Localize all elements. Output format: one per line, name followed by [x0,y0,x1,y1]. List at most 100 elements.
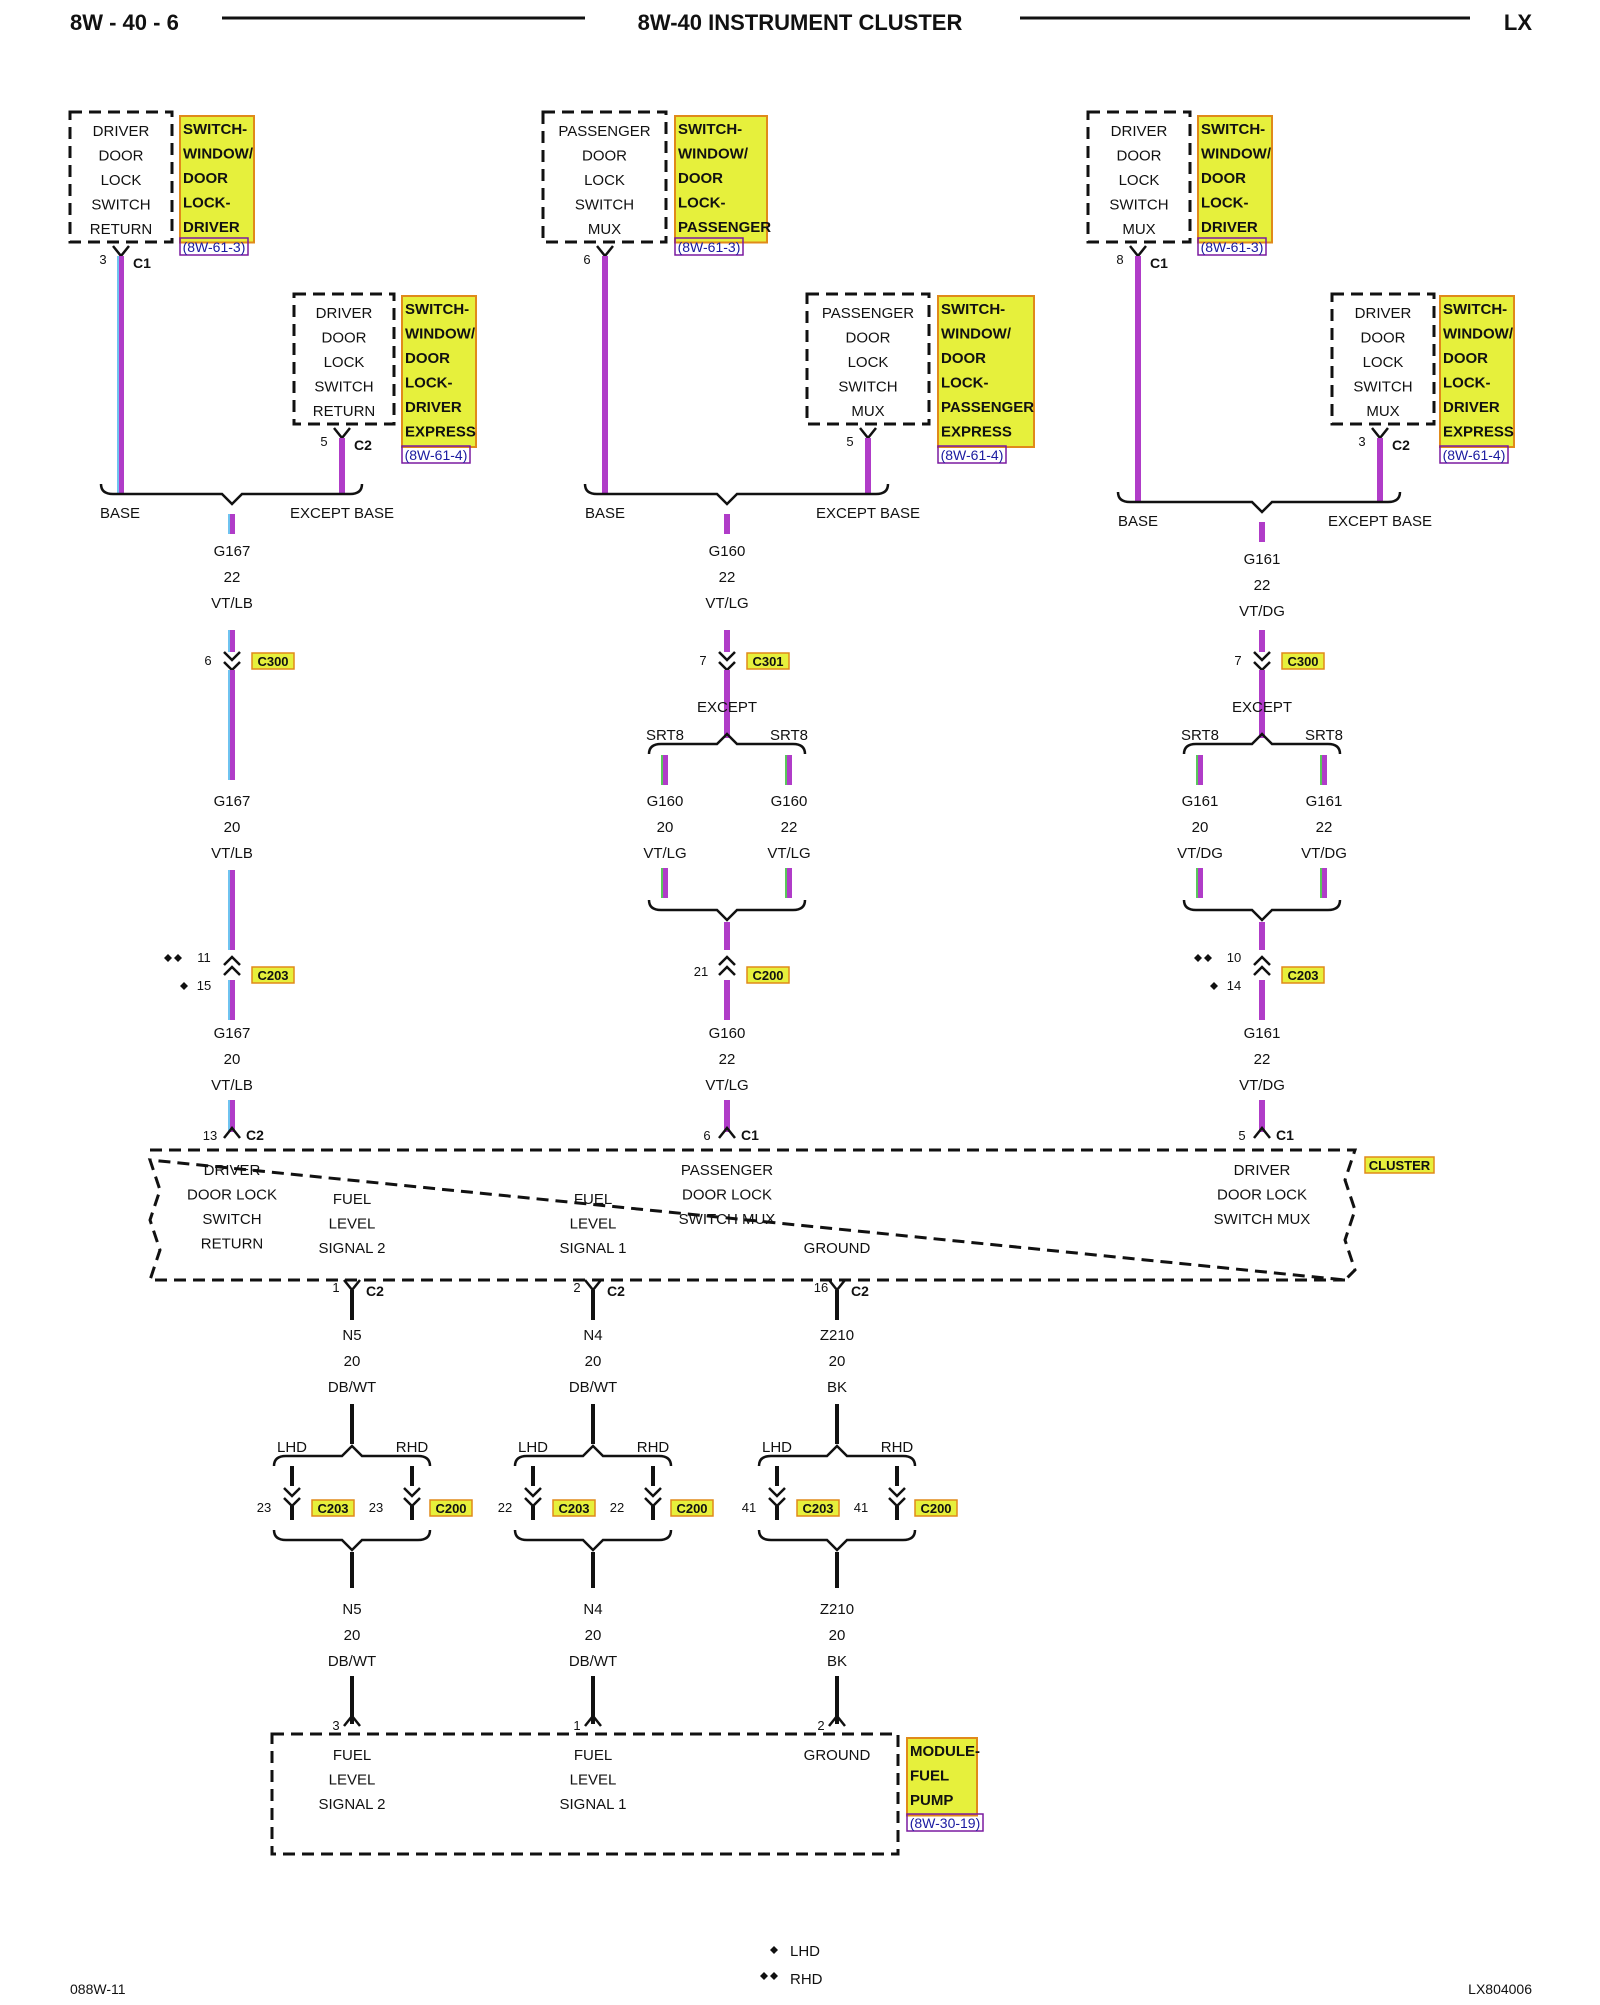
bottom-circuit-2-lhd-rhd-join [757,1529,917,1552]
middle-circuit-express-component-text: LOCK [848,354,889,371]
middle-circuit-top-component-text: LOCK [584,172,625,189]
middle-circuit-wire1-text: G160 [709,543,746,560]
cluster-ground: GROUND [804,1240,871,1257]
left-circuit-express-label: SWITCH- [405,301,469,318]
middle-circuit-srt8-wire-text: 20 [657,819,674,836]
bottom-circuit-2-wire-text: 20 [829,1353,846,1370]
bottom-circuit-0-rhd-pin: 23 [369,1500,383,1515]
bottom-circuit-2-rhd-conn-tag: C200 [920,1501,951,1516]
middle-circuit-top-label: LOCK- [678,195,726,212]
left-circuit-wire1-text: G167 [214,543,251,560]
cluster-driver-mux-text: DOOR LOCK [1217,1187,1307,1204]
bottom-circuit-1-rhd-connector [644,1487,662,1498]
right-circuit-top-label: DRIVER [1201,219,1258,236]
middle-circuit-except-base-label: EXCEPT BASE [816,505,920,522]
right-circuit-cluster-conn: C1 [1276,1127,1294,1143]
right-circuit-top-ref-box [1197,237,1267,256]
cluster-driver-return-text: DRIVER [204,1162,261,1179]
middle-circuit-top-label: SWITCH- [678,121,742,138]
right-circuit-wire3-text: 22 [1254,1051,1271,1068]
bottom-circuit-1-lhd-connector [524,1487,542,1498]
bottom-circuit-2-module-pin: 2 [817,1718,824,1733]
bottom-circuit-0-lhd-pin: 23 [257,1500,271,1515]
middle-circuit-wire3-text: 22 [719,1051,736,1068]
bottom-circuit-0-lhd-rhd-split [272,1444,432,1467]
bottom-circuit-2-wire-text: BK [827,1379,847,1396]
rhd-legend-marker [760,1972,768,1980]
bottom-circuit-2-wire2-text: Z210 [820,1601,854,1618]
middle-circuit-express-component-text: MUX [851,403,884,420]
left-cluster-conn: C2 [246,1127,264,1143]
left-circuit-express-label: WINDOW/ [405,326,476,343]
bottom-circuit-2-rhd-connector [888,1487,906,1498]
bottom-circuit-1-rhd-label: RHD [637,1439,670,1456]
right-circuit-express-conn: C2 [1392,437,1410,453]
fuel-pump-fuel-level-signal-2: SIGNAL 2 [319,1796,386,1813]
middle-circuit-top-ref: (8W-61-3) [678,239,741,255]
middle-circuit-top-component [541,110,668,244]
left-circuit-splice-brace [99,483,364,506]
right-circuit-cluster-pin: 5 [1238,1128,1245,1143]
bottom-circuit-2-cluster-pin: 16 [814,1280,828,1295]
left-c203-pin-lhd: 15 [197,978,211,993]
bottom-circuit-2-wire2-text: 20 [829,1627,846,1644]
middle-circuit-splice-brace [583,483,890,506]
bottom-circuit-0-cluster-pin: 1 [332,1280,339,1295]
middle-circuit-upper-conn-tag: C301 [752,654,783,669]
bottom-circuit-1-wire2-text: DB/WT [569,1653,617,1670]
cluster-driver-return-text: RETURN [201,1236,264,1253]
middle-circuit-express-pin: 5 [846,434,853,449]
rhd-marker [1204,954,1212,962]
right-circuit-express-label: SWITCH- [1443,301,1507,318]
right-circuit-express-label: WINDOW/ [1443,326,1514,343]
right-circuit-except-srt8-label: SRT8 [1305,727,1343,744]
bottom-circuit-1-lhd-connector [524,1497,542,1508]
bottom-circuit-1-lhd-rhd-split [513,1444,673,1467]
middle-circuit-express-ref-box [937,445,1007,464]
middle-circuit-express-component [805,292,931,426]
middle-circuit-wire3-text: VT/LG [705,1077,748,1094]
cluster-driver-return-text: SWITCH [202,1211,261,1228]
cluster-label-box [1364,1156,1435,1174]
right-circuit-except-srt8-wire-text: G161 [1306,793,1343,810]
lhd-marker [1210,982,1218,990]
middle-circuit-cluster-pin: 6 [703,1128,710,1143]
bottom-circuit-0-lhd-conn-tag: C203 [317,1501,348,1516]
cluster-passenger-mux-text: DOOR LOCK [682,1187,772,1204]
right-circuit-top-label: LOCK- [1201,195,1249,212]
bottom-circuit-1-wire-text: 20 [585,1353,602,1370]
middle-circuit-srt8-wire-text: VT/LG [643,845,686,862]
right-circuit-srt8-wire-text: 20 [1192,819,1209,836]
fuel-pump-fuel-level-signal-1: SIGNAL 1 [560,1796,627,1813]
right-circuit-srt8-join-brace [1182,899,1342,922]
right-circuit-wire3-text: G161 [1244,1025,1281,1042]
bottom-circuit-0-wire-text: N5 [342,1327,361,1344]
bottom-circuit-1-module-pin-fork [584,1713,602,1727]
bottom-circuit-1-rhd-connector [644,1497,662,1508]
right-circuit-top-component-text: MUX [1122,221,1155,238]
bottom-circuit-1-wire-text: DB/WT [569,1379,617,1396]
right-circuit-top-component-text: SWITCH [1109,197,1168,214]
bottom-circuit-0-rhd-connector [403,1487,421,1498]
bottom-circuit-1-lhd-label: LHD [518,1439,548,1456]
right-circuit-lower-pin-lhd: 14 [1227,978,1241,993]
cluster-passenger-mux-text: PASSENGER [681,1162,773,1179]
bottom-circuit-1-rhd-conn-tag: C200 [676,1501,707,1516]
fuel-pump-module-ref-box [906,1813,984,1832]
right-circuit-express-pin-fork [1371,427,1389,441]
middle-circuit-cluster-conn: C1 [741,1127,759,1143]
left-c203-connector [223,955,241,966]
middle-circuit-top-component-text: DOOR [582,148,627,165]
left-circuit-top-component-text: SWITCH [91,197,150,214]
bottom-circuit-0-rhd-conn-tag-box [429,1499,473,1517]
middle-circuit-except-srt8-wire-text: VT/LG [767,845,810,862]
left-circuit-express-component-text: DOOR [322,330,367,347]
bottom-circuit-1-module-pin: 1 [573,1718,580,1733]
right-circuit-top-component [1086,110,1192,244]
middle-circuit-wire1-text: 22 [719,569,736,586]
middle-circuit-express-component-text: SWITCH [838,379,897,396]
right-circuit-lower-connector [1253,955,1271,966]
middle-circuit-lower-connector [718,965,736,976]
left-c203-pin-rhd: 11 [197,950,211,965]
